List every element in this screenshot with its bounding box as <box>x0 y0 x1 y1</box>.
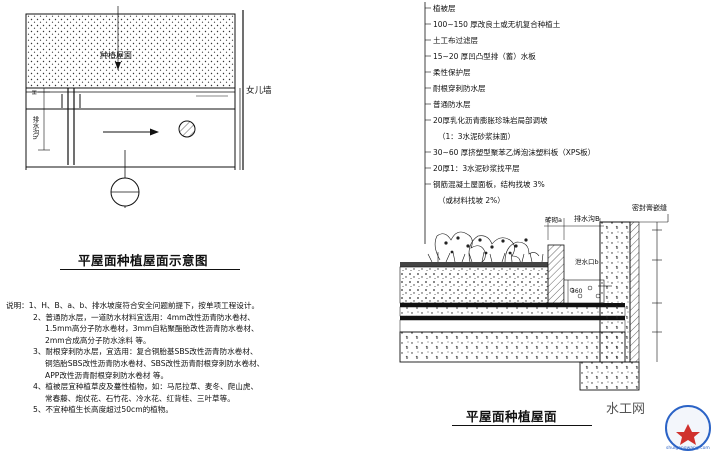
planting-area <box>25 13 236 89</box>
design-notes: 说明：1、H、B、a、b、排水坡度符合安全问题前提下，按单项工程设计。 2、普通… <box>6 300 341 416</box>
right-section-drawing <box>399 2 669 391</box>
right-title-underline <box>452 425 592 426</box>
layer-label: 柔性保护层 <box>433 68 471 77</box>
label-sealant: 密封膏嵌缝 <box>632 204 667 212</box>
note-line: 常春藤、炮仗花、石竹花、冷水花、红背桂、三叶草等。 <box>45 393 235 403</box>
right-section-title: 平屋面种植屋面 <box>466 409 558 424</box>
label-drain-hole: 泄水口b <box>575 258 599 266</box>
note-line: 2mm合成高分子防水涂料 等。 <box>45 335 151 345</box>
drain-ditch <box>25 108 236 168</box>
label-parapet: 女儿墙 <box>246 86 272 96</box>
label-planting-roof: 种植屋面 <box>100 51 132 60</box>
layer-label: 20厚乳化沥青膨胀珍珠岩局部调坡 <box>433 116 548 125</box>
watermark-text: 水工网 <box>606 402 646 417</box>
layer-label: 100~150 厚改良土或无机复合种植土 <box>433 20 561 29</box>
layer-label: 20厚1：3水泥砂浆找平层 <box>433 164 520 173</box>
watermark-logo <box>665 405 711 451</box>
brick-retaining-wall <box>547 244 565 304</box>
layer-label: （或材料找坡 2%） <box>438 196 505 205</box>
insulation-layer <box>399 319 626 333</box>
layer-label: （1：3水泥砂浆抹面） <box>438 132 516 141</box>
note-line: 1.5mm高分子防水卷材，3mm自粘聚酯胎改性沥青防水卷材、 <box>45 324 259 334</box>
watermark-sub: shuigongwang.com <box>666 446 710 451</box>
note-line: 铜箔胎SBS改性沥青防水卷材、SBS改性沥青耐根穿刺防水卷材、 <box>45 358 265 368</box>
left-plan-title: 平屋面种植屋面示意图 <box>78 253 209 268</box>
label-brick-width: 砖砌a <box>545 216 562 224</box>
label-height: 360 <box>571 288 583 295</box>
note-line: 说明：1、H、B、a、b、排水坡度符合安全问题前提下，按单项工程设计。 <box>6 301 260 310</box>
label-drain-ditch: 排水沟B <box>574 215 600 223</box>
note-line: 4、植被层宜种植草皮及蔓性植物，如：马尼拉草、麦冬、爬山虎、 <box>33 382 259 392</box>
layer-label: 钢筋混凝土屋面板，结构找坡 3% <box>433 180 545 189</box>
layer-label: 普通防水层 <box>433 100 471 109</box>
layer-label: 耐根穿刺防水层 <box>433 84 486 93</box>
planting-soil-layer <box>399 266 549 304</box>
layer-label: 植被层 <box>433 4 456 13</box>
layer-label: 15~20 厚凹凸型排（蓄）水板 <box>433 52 536 61</box>
parapet-wall-section <box>599 221 631 363</box>
note-line: APP改性沥青耐根穿刺防水卷材 等。 <box>45 370 169 380</box>
concrete-slab <box>399 331 626 363</box>
waterproof-layer <box>400 303 625 307</box>
vegetation-layer <box>400 262 548 267</box>
drain-outlet <box>178 120 196 138</box>
note-line: 5、不宜种植生长高度超过50cm的植物。 <box>33 405 173 415</box>
note-line: 2、普通防水层，一道防水材料宜选用：4mm改性沥青防水卷材、 <box>33 312 255 322</box>
layer-label: 土工布过滤层 <box>433 36 478 45</box>
label-dim-ditch: 排水沟h <box>31 116 39 140</box>
label-dim-h: H <box>30 90 38 95</box>
left-plan-drawing <box>25 6 244 208</box>
note-line: 3、耐根穿刺防水层，宜选用：复合铜胎基SBS改性沥青防水卷材、 <box>33 347 258 357</box>
layer-label: 30~60 厚挤塑型聚苯乙烯泡沫塑料板（XPS板） <box>433 148 596 157</box>
left-title-underline <box>60 269 240 270</box>
